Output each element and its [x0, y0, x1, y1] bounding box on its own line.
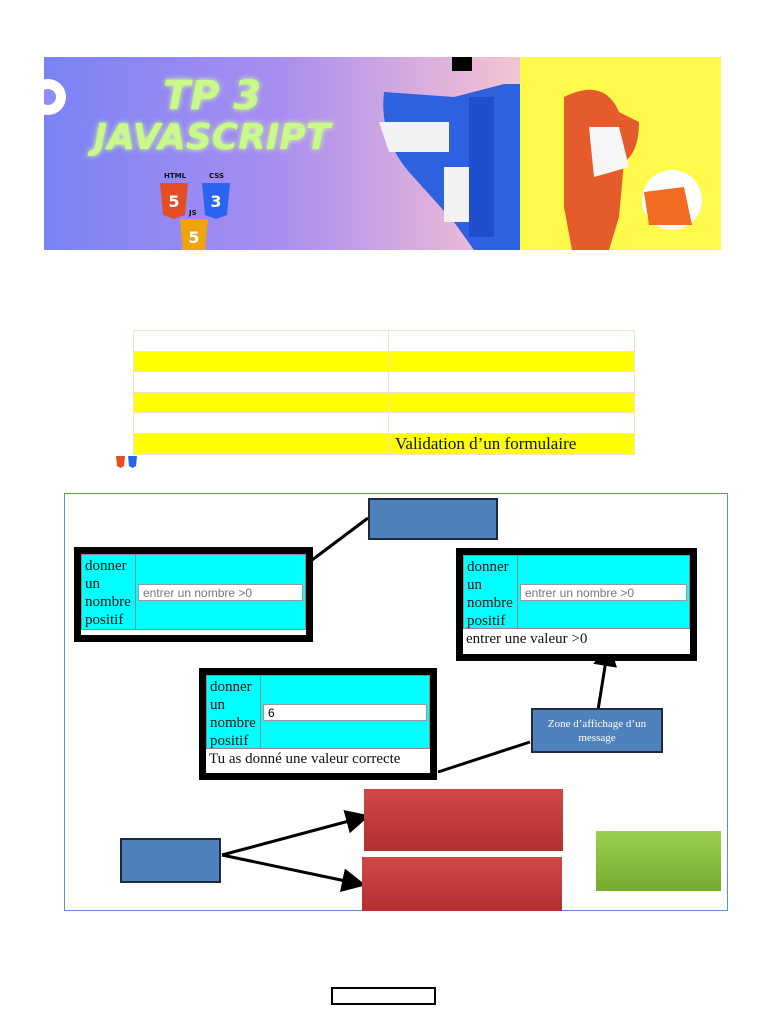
input-placeholder: entrer un nombre >0 [525, 585, 635, 600]
tech-logos: 5 3 5 [160, 183, 230, 250]
js-logo [180, 219, 208, 250]
error-message: entrer une valeur >0 [466, 631, 588, 647]
banner-graphics [44, 57, 702, 250]
table-row [133, 330, 635, 352]
table-cell [388, 391, 635, 413]
callout-box-bottom [120, 838, 221, 883]
number-input[interactable]: 6 [263, 703, 427, 721]
callout-box-top [368, 498, 498, 540]
small-tech-icons [116, 456, 137, 468]
form-example-valid: donner un nombre positif 6 Tu as donné u… [199, 668, 437, 780]
table-row [133, 391, 635, 413]
number-input[interactable]: entrer un nombre >0 [138, 583, 303, 601]
form-label: donner un nombre positif [82, 555, 136, 629]
svg-text:5: 5 [168, 192, 179, 211]
logo-label-js: JS [189, 209, 197, 217]
table-row [133, 350, 635, 372]
red-box-bottom [362, 857, 562, 911]
table-cell [133, 432, 389, 455]
page-number-box [331, 987, 436, 1005]
table-cell [388, 350, 635, 372]
table-row: Validation d’un formulaire [133, 432, 635, 455]
html5-logo [160, 183, 188, 219]
red-box-top [364, 789, 563, 851]
svg-text:5: 5 [188, 228, 199, 247]
logo-label-css: CSS [209, 172, 225, 180]
success-message: Tu as donné une valeur correcte [209, 751, 401, 767]
form-example-error: donner un nombre positif entrer un nombr… [456, 548, 697, 661]
form-label: donner un nombre positif [464, 556, 518, 629]
banner-image: TP 3 JAVASCRIPT 5 3 5 HTML CSS JS [44, 57, 721, 250]
banner-title-line1: TP 3 [162, 73, 262, 119]
form-example-empty: donner un nombre positif entrer un nombr… [74, 547, 313, 642]
message-zone-callout: Zone d’affichage d’un message [531, 708, 663, 753]
banner-title-line2: JAVASCRIPT [93, 117, 331, 158]
form-label: donner un nombre positif [207, 676, 261, 749]
svg-text:3: 3 [210, 192, 221, 211]
css3-logo [202, 183, 230, 219]
green-box [596, 831, 721, 891]
banner-title: TP 3 JAVASCRIPT [92, 75, 332, 159]
logo-label-html: HTML [164, 172, 187, 180]
table-cell-title: Validation d’un formulaire [388, 432, 635, 455]
document-table: Validation d’un formulaire [133, 330, 635, 455]
table-row [133, 371, 635, 393]
input-placeholder: entrer un nombre >0 [143, 585, 253, 600]
number-input[interactable]: entrer un nombre >0 [520, 583, 687, 601]
table-cell [133, 350, 389, 372]
